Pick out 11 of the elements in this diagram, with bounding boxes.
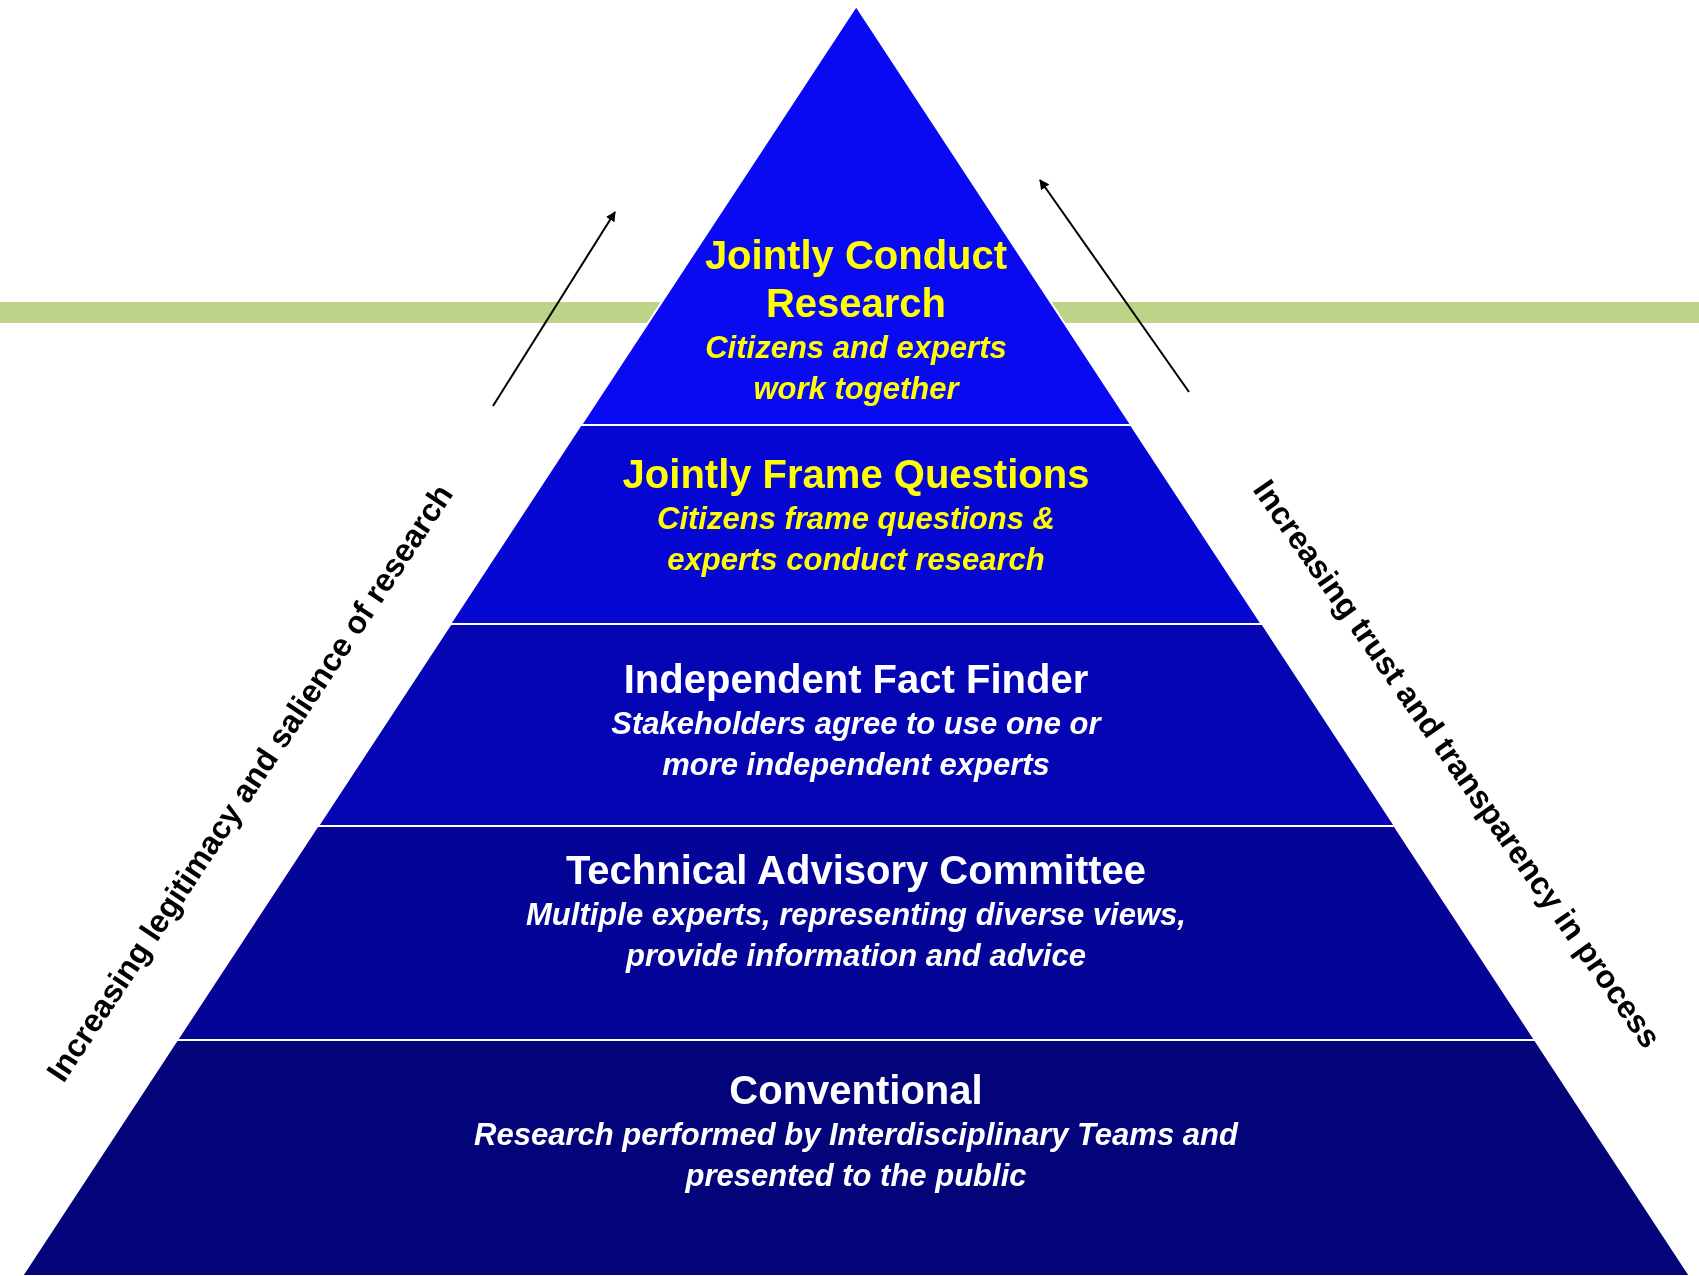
tier-description: Multiple experts, representing diverse views, provide information and advice [525,896,1187,975]
tier-description: Citizens and experts work together [704,329,1008,408]
tier-heading: Independent Fact Finder [622,656,1090,703]
pyramid-tier [580,6,1132,425]
tier-heading: Jointly Conduct Research [703,232,1009,327]
tier-description: Stakeholders agree to use one or more independent experts [610,705,1103,784]
tier-description: Research performed by Interdisciplinary Teams and presented to the public [473,1116,1240,1195]
tier-heading: Technical Advisory Committee [564,847,1148,894]
tier-heading: Jointly Frame Questions [621,451,1091,498]
tier-heading: Conventional [728,1067,984,1114]
tier-description: Citizens frame questions & experts conduct research [656,500,1056,579]
